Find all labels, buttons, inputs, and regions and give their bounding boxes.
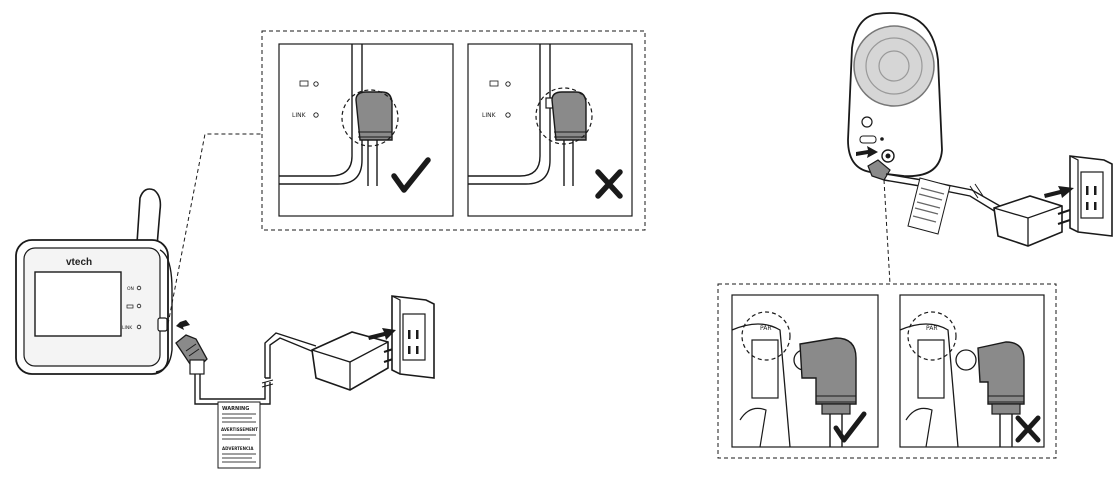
svg-text:PAR: PAR: [926, 325, 938, 332]
insert-arrow-right: [856, 146, 878, 158]
right-inset-incorrect: PAR: [899, 294, 1045, 448]
warning-tag: WARNING AVERTISSEMENT ADVERTENCIA: [217, 401, 261, 469]
brand-logo: vtech: [66, 257, 92, 268]
dc-plug-right-correct: [799, 337, 857, 405]
left-power-adapter: [311, 331, 397, 391]
dc-plug-right-incorrect: [977, 341, 1025, 405]
left-inset-correct: LINK: [278, 43, 454, 217]
right-power-adapter: [993, 195, 1071, 247]
right-inset-correct: PAR: [731, 294, 879, 448]
link-led-label: LINK: [122, 325, 133, 331]
svg-text:PAR: PAR: [760, 325, 772, 332]
monitor-screen: [34, 271, 122, 337]
insert-arrow-left: [176, 320, 190, 330]
power-led-label: ON: [127, 286, 134, 292]
battery-icon: [126, 304, 134, 309]
cross-mark-icon: [1015, 415, 1041, 443]
insert-arrow-adapter-right: [1044, 186, 1074, 198]
right-wall-outlet: [1069, 155, 1113, 237]
cross-mark-icon: [595, 169, 623, 199]
warning-heading-2: AVERTISSEMENT: [221, 427, 258, 432]
leader-line-right: [883, 179, 891, 285]
parent-monitor: vtech ON LINK: [15, 188, 173, 375]
right-inset-frame: [717, 283, 1057, 459]
baby-unit: [847, 12, 943, 177]
insert-arrow-adapter-left: [368, 328, 396, 340]
dc-plug-incorrect: [551, 91, 587, 141]
monitor-dc-jack: [157, 317, 168, 332]
left-inset-incorrect: LINK: [467, 43, 633, 217]
leader-line-left: [167, 133, 262, 325]
left-wall-outlet: [391, 295, 435, 379]
svg-text:LINK: LINK: [292, 112, 307, 119]
left-inset-frame: [261, 30, 646, 231]
right-warning-tag: [907, 177, 951, 235]
check-mark-icon: [391, 157, 431, 193]
left-power-cable: [175, 332, 317, 405]
dc-plug-correct: [355, 91, 393, 141]
left-dc-plug: [189, 359, 205, 375]
svg-text:LINK: LINK: [482, 112, 497, 119]
warning-heading-1: WARNING: [222, 406, 249, 412]
check-mark-icon: [833, 411, 867, 443]
warning-heading-3: ADVERTENCIA: [222, 446, 254, 451]
